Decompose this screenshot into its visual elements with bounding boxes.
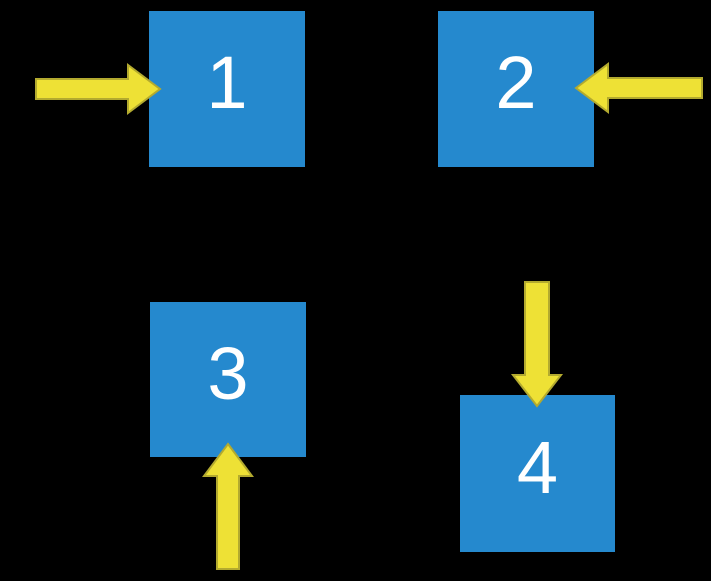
box-4-label: 4 <box>516 425 559 509</box>
arrow-up-icon <box>202 442 254 570</box>
box-1: 1 <box>149 11 305 167</box>
box-3: 3 <box>150 302 306 457</box>
box-3-label: 3 <box>207 331 249 415</box>
box-4: 4 <box>460 395 615 552</box>
box-2-label: 2 <box>495 41 537 124</box>
arrow-right-icon <box>35 63 162 115</box>
box-1-label: 1 <box>206 41 248 124</box>
arrow-left-icon <box>574 62 703 114</box>
box-2: 2 <box>438 11 594 167</box>
arrow-down-icon <box>510 281 564 408</box>
